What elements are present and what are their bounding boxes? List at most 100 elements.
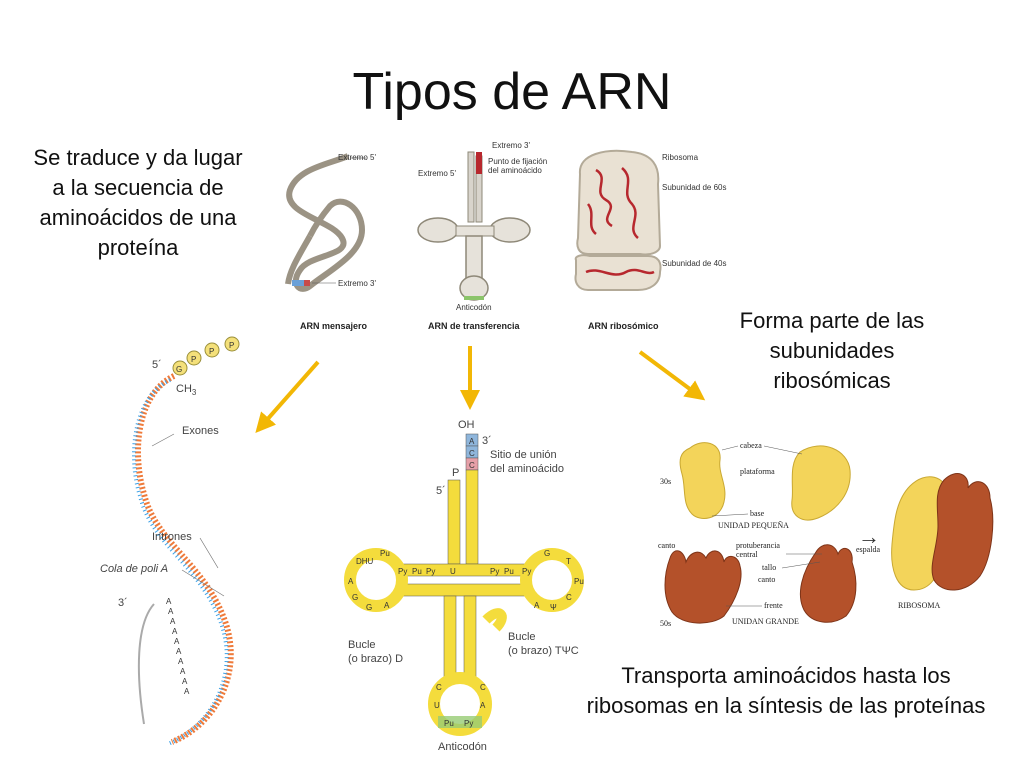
trna-d-base: A [348,577,354,586]
note-mrna: Se traduce y da lugar a la secuencia de … [33,145,243,260]
trna-d-base: G [352,593,358,602]
mrna-extremo5-label: Extremo 5' [338,153,376,162]
trna-five-prime: 5´ [436,485,446,497]
mrna-cap-p3: P [229,341,234,350]
trna-bucle-t-1: Bucle [508,631,536,643]
trna-oh-label: OH [458,419,475,431]
rib-tallo: tallo [762,563,776,572]
trna-t-base: Py [522,567,531,576]
mrna-stop-codon [304,280,310,286]
rrna-ribosoma-label: Ribosoma [662,153,699,162]
rib-unidad-pequena: UNIDAD PEQUEÑA [718,520,789,530]
trna-t-base: C [566,593,572,602]
poly-a-base: A [182,677,188,686]
poly-a-base: A [172,627,178,636]
rib-50s: 50s [660,619,671,628]
rib-frente: frente [764,601,783,610]
rrna-small-subunit [574,254,662,291]
trna-p-label: P [452,467,459,479]
trna-d-loop [344,548,408,612]
mrna-tail-strand [137,603,155,725]
rrna-small-figure: Ribosoma Subunidad de 60s Subunidad de 4… [574,149,727,331]
trna-sitio-label-1: Sitio de unión [490,449,557,461]
trna-t-base: Pu [574,577,584,586]
mrna-cap-p2: P [209,347,214,356]
poly-a-base: A [180,667,186,676]
small-subunit-front [679,442,726,519]
rib-30s: 30s [660,477,671,486]
trna-extremo3-label: Extremo 3' [492,141,530,150]
trna-fijacion-label-1: Punto de fijación [488,157,547,166]
trna-stem-base: Pu [504,567,514,576]
rna-types-panel: Extremo 5' Extremo 3' ARN mensajero Extr… [285,141,727,331]
trna-stem-base: Py [490,567,499,576]
mrna-intrones-label: Intrones [152,531,192,543]
trna-acc-base: A [469,437,475,446]
trna-d-base: Py [398,567,407,576]
rrna-sub40-label: Subunidad de 40s [662,259,727,268]
trna-bucle-d-2: (o brazo) D [348,653,403,665]
mrna-cap-g: G [176,365,182,374]
note-trna: Transporta aminoácidos hasta los ribosom… [586,663,986,718]
rib-ribosoma: RIBOSOMA [898,601,940,610]
trna-fijacion-label-2: del aminoácido [488,166,542,175]
trna-anticodon-detail-label: Anticodón [438,741,487,753]
trna-variable-loop [482,608,507,632]
trna-ac-base: Py [464,719,473,728]
mrna-cap-p1: P [191,355,196,364]
trna-ac-base: C [436,683,442,692]
poly-a-base: A [178,657,184,666]
trna-ac-base: A [480,701,486,710]
poly-a-base: A [166,597,172,606]
rib-unidad-grande: UNIDAN GRANDE [732,617,799,626]
trna-d-base: G [366,603,372,612]
mrna-detail-figure: G P P P 5´ CH3 Exones Intrones Cola de p… [100,336,240,746]
trna-anticodon-mark [464,296,484,300]
mrna-strand-tail [285,234,313,285]
ribosome-detail-figure: cabeza plataforma 30s base UNIDAD PEQUEÑ… [658,441,994,628]
trna-bucle-t-2: (o brazo) TΨC [508,645,579,657]
trna-ac-base: U [434,701,440,710]
trna-acc-base: C [469,461,475,470]
trna-amino-site [476,152,482,174]
slide-title: Tipos de ARN [352,63,672,121]
trna-anticodon-triplet [438,716,482,728]
mrna-ch3: CH3 [176,383,197,397]
rrna-caption: ARN ribosómico [588,321,659,331]
poly-a-base: A [170,617,176,626]
trna-t-base: A [534,601,540,610]
mrna-exon-strand [135,373,234,745]
trna-t-base: G [544,549,550,558]
trna-anticodon-bases: C U Pu Py A C [434,683,486,728]
arrow-to-ribosome [638,350,706,401]
trna-t-base: Ψ [550,603,557,612]
arrow-to-mrna [255,360,320,433]
trna-sitio-label-2: del aminoácido [490,463,564,475]
rib-assembly-arrow: → [858,524,880,549]
trna-stem-base: Py [426,567,435,576]
mrna-exones-label: Exones [182,425,219,437]
trna-anticodon-loop [428,672,492,736]
rib-espalda: espalda [856,545,880,554]
poly-a-base: A [184,687,190,696]
trna-d-base: DHU [356,557,374,566]
trna-anticodon-label: Anticodón [456,303,492,312]
rib-protuberancia-1: protuberancia [736,541,780,550]
mrna-caption: ARN mensajero [300,321,368,331]
trna-bucle-d-1: Bucle [348,639,376,651]
large-subunit-front [664,550,742,624]
mrna-five-prime: 5´ [152,359,162,371]
rib-canto: canto [658,541,675,550]
trna-acc-base: C [469,449,475,458]
trna-ac-base: Pu [444,719,454,728]
trna-three-prime: 3´ [482,435,492,447]
mrna-extremo3-label: Extremo 3' [338,279,376,288]
rrna-sub60-label: Subunidad de 60s [662,183,727,192]
rib-cabeza: cabeza [740,441,762,450]
trna-d-base: Pu [380,549,390,558]
poly-a-base: A [176,647,182,656]
poly-a-base: A [174,637,180,646]
rib-base: base [750,509,765,518]
trna-t-loop-bases: Py G T Pu C Ψ A [522,549,584,612]
trna-stem-base: Pu [412,567,422,576]
